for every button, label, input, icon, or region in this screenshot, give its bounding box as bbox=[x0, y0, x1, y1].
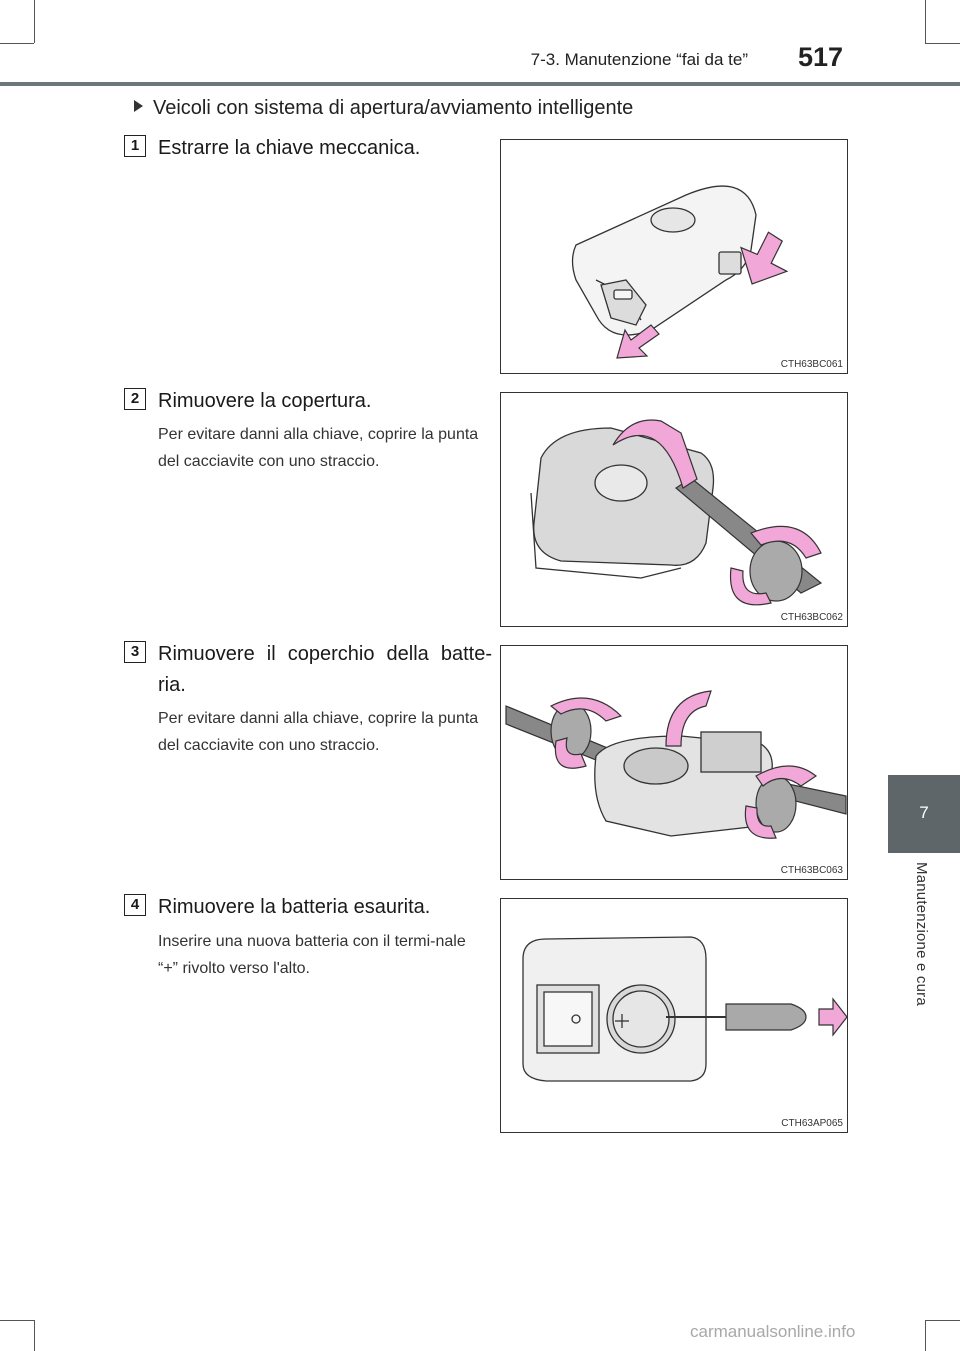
battery-cover-illustration bbox=[505, 690, 847, 839]
crop-mark bbox=[925, 0, 926, 43]
page-number: 517 bbox=[798, 42, 844, 72]
crop-mark bbox=[925, 43, 960, 44]
figure-step-2: CTH63BC062 bbox=[500, 392, 848, 627]
step-title: Estrarre la chiave meccanica. bbox=[158, 137, 421, 159]
chapter-label: Manutenzione e cura bbox=[913, 862, 930, 1006]
figure-code: CTH63BC063 bbox=[780, 865, 843, 876]
intro-heading: Veicoli con sistema di apertura/avviamen… bbox=[134, 97, 633, 120]
header-rule bbox=[0, 82, 960, 86]
step-number-box: 3 bbox=[124, 641, 146, 663]
crop-mark bbox=[925, 1320, 926, 1351]
triangle-bullet-icon bbox=[134, 100, 143, 112]
step-title: Rimuovere la copertura. bbox=[158, 390, 372, 412]
section-title: 7-3. Manutenzione “fai da te” bbox=[530, 50, 748, 69]
crop-mark bbox=[34, 0, 35, 43]
step-title: Rimuovere la batteria esaurita. bbox=[158, 896, 431, 918]
key-illustration bbox=[571, 185, 789, 359]
battery-replace-illustration bbox=[522, 936, 847, 1082]
crop-mark bbox=[0, 1320, 34, 1321]
figure-step-1: CTH63BC061 bbox=[500, 139, 848, 374]
chapter-tab bbox=[888, 775, 960, 853]
crop-mark bbox=[925, 1320, 960, 1321]
step-title: Rimuovere il coperchio della batte-ria. bbox=[158, 643, 492, 696]
key-cover-illustration bbox=[530, 419, 823, 606]
step-number-box: 4 bbox=[124, 894, 146, 916]
step-number-box: 2 bbox=[124, 388, 146, 410]
chapter-number: 7 bbox=[919, 803, 929, 822]
figure-code: CTH63AP065 bbox=[781, 1118, 843, 1129]
crop-mark bbox=[34, 1320, 35, 1351]
step-note: Per evitare danni alla chiave, coprire l… bbox=[158, 710, 479, 754]
step-number-box: 1 bbox=[124, 135, 146, 157]
figure-step-3: CTH63BC063 bbox=[500, 645, 848, 880]
step-note: Inserire una nuova batteria con il termi… bbox=[158, 933, 466, 977]
intro-text: Veicoli con sistema di apertura/avviamen… bbox=[153, 97, 634, 119]
figure-step-4: CTH63AP065 bbox=[500, 898, 848, 1133]
crop-mark bbox=[0, 43, 34, 44]
watermark: carmanualsonline.info bbox=[690, 1322, 856, 1341]
step-note: Per evitare danni alla chiave, coprire l… bbox=[158, 426, 479, 470]
figure-code: CTH63BC062 bbox=[780, 612, 843, 623]
figure-code: CTH63BC061 bbox=[780, 359, 843, 370]
